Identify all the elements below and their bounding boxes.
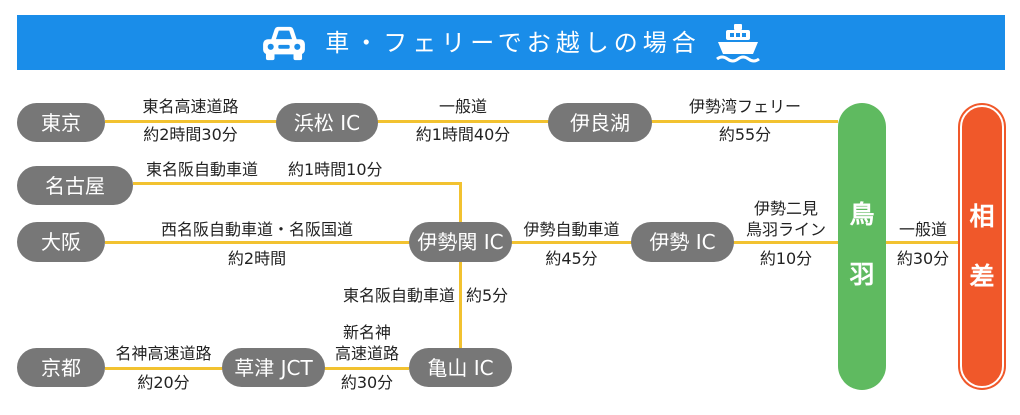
line-nagoya-horizontal — [133, 182, 462, 185]
node-iseseki-ic: 伊勢関 IC — [409, 222, 512, 262]
route-toba-osatsu-time: 約30分 — [896, 249, 950, 268]
route-kusatsu-kameyama-time: 約30分 — [340, 373, 394, 392]
route-iseseki-ise-time: 約45分 — [545, 249, 598, 268]
route-nagoya-iseseki-time: 約1時間10分 — [288, 160, 383, 179]
node-nagoya: 名古屋 — [17, 166, 133, 205]
destination-osatsu-char-1: 相 — [969, 202, 995, 231]
destination-osatsu: 相 差 — [960, 105, 1004, 388]
route-kusatsu-kameyama-road-line-2: 高速道路 — [334, 344, 399, 363]
node-kyoto: 京都 — [17, 348, 105, 387]
node-ise-ic: 伊勢 IC — [631, 222, 734, 262]
route-tokyo-hamamatsu-road: 東名高速道路 — [142, 97, 239, 116]
car-icon — [263, 26, 306, 60]
line-kameyama-iseseki — [459, 261, 462, 349]
route-kyoto-kusatsu-time: 約20分 — [137, 373, 190, 392]
route-tokyo-hamamatsu-time: 約2時間30分 — [143, 125, 238, 144]
route-toba-osatsu-road: 一般道 — [898, 220, 947, 239]
line-toba-osatsu — [886, 241, 960, 244]
route-kusatsu-kameyama-road-line-1: 新名神 — [342, 323, 391, 342]
route-irago-toba-road: 伊勢湾フェリー — [688, 97, 801, 116]
ship-icon — [715, 23, 760, 62]
route-osaka-iseseki-time: 約2時間 — [227, 249, 287, 268]
route-ise-toba-time: 約10分 — [759, 249, 813, 268]
node-hamamatsu-ic: 浜松 IC — [276, 103, 378, 142]
header-banner: 車・フェリーでお越しの場合 — [17, 15, 1005, 70]
destination-toba-char-1: 鳥 — [849, 200, 875, 229]
route-hamamatsu-irago-road: 一般道 — [438, 97, 487, 116]
page-title: 車・フェリーでお越しの場合 — [325, 28, 701, 57]
route-kameyama-iseseki-road: 東名阪自動車道 — [342, 286, 455, 305]
node-kusatsu-jct: 草津 JCT — [222, 348, 325, 387]
destination-toba: 鳥 羽 — [838, 103, 886, 390]
node-irago: 伊良湖 — [548, 103, 652, 142]
route-kameyama-iseseki-time: 約5分 — [466, 286, 509, 305]
route-ise-toba-road-line-2: 鳥羽ライン — [745, 220, 826, 239]
route-nagoya-iseseki-road: 東名阪自動車道 — [146, 160, 259, 179]
node-kameyama-ic: 亀山 IC — [409, 348, 512, 387]
route-irago-toba-time: 約55分 — [718, 125, 772, 144]
line-tokyo-toba — [105, 120, 838, 123]
node-tokyo: 東京 — [17, 103, 105, 142]
route-hamamatsu-irago-time: 約1時間40分 — [415, 125, 511, 144]
destination-osatsu-char-2: 差 — [969, 262, 995, 291]
destination-toba-char-2: 羽 — [849, 260, 875, 289]
route-ise-toba-road-line-1: 伊勢二見 — [753, 199, 818, 218]
line-nagoya-vertical — [459, 182, 462, 223]
route-osaka-iseseki-road: 西名阪自動車道・名阪国道 — [160, 220, 353, 239]
node-osaka: 大阪 — [17, 222, 105, 262]
route-kyoto-kusatsu-road: 名神高速道路 — [115, 344, 212, 363]
route-iseseki-ise-road: 伊勢自動車道 — [523, 220, 620, 239]
